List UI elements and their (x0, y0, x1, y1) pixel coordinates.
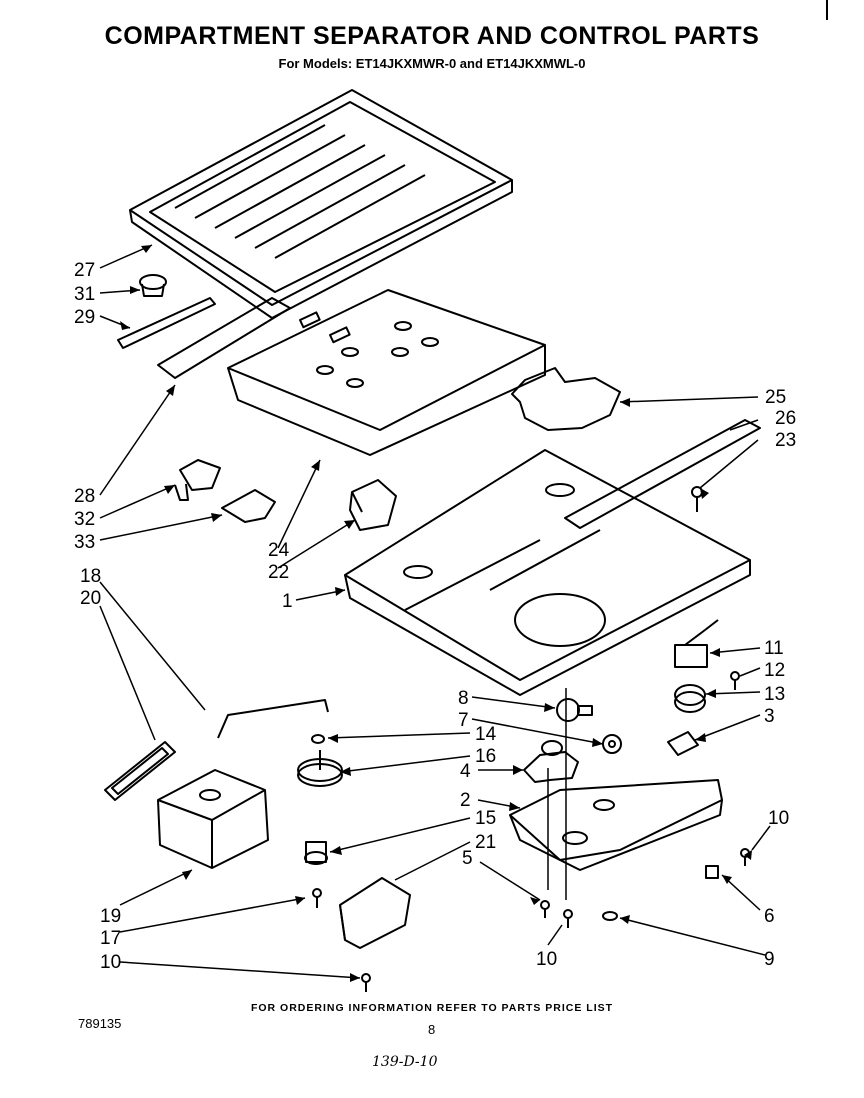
callout-23: 23 (775, 430, 796, 451)
ordering-note: FOR ORDERING INFORMATION REFER TO PARTS … (250, 1002, 614, 1014)
callout-14: 14 (475, 724, 497, 745)
part-17-screw (312, 888, 322, 908)
callout-25: 25 (765, 387, 786, 408)
callout-10-mid: 10 (536, 949, 557, 970)
part-28-channel (157, 297, 291, 379)
part-10-screw-mid (563, 909, 573, 928)
part-10-screw-left (361, 973, 371, 992)
page-subtitle: For Models: ET14JKXMWR-0 and ET14JKXMWL-… (278, 56, 586, 71)
callout-11: 11 (764, 638, 784, 659)
part-7-socket (602, 734, 622, 754)
part-19-motor (157, 769, 269, 869)
part-4-control (523, 740, 579, 783)
callout-7: 7 (458, 710, 469, 731)
part-14-clip (311, 734, 325, 744)
part-25-damper (511, 367, 621, 431)
part-6-clip (705, 865, 719, 879)
part-8-bulb (556, 698, 593, 722)
part-31-knob (139, 274, 167, 297)
callout-24: 24 (268, 540, 290, 561)
callout-28: 28 (74, 486, 95, 507)
callout-10-right: 10 (768, 808, 789, 829)
callout-32: 32 (74, 509, 95, 530)
callout-29: 29 (74, 307, 95, 328)
part-27-grille (129, 89, 513, 319)
part-13-knob (674, 684, 706, 713)
callout-27: 27 (74, 260, 95, 281)
part-2-housing (509, 779, 723, 871)
part-18-wire (217, 699, 329, 739)
callout-6: 6 (764, 906, 775, 927)
part-20-gasket (104, 741, 176, 801)
callout-17: 17 (100, 928, 121, 949)
part-16-fan (297, 750, 343, 787)
callout-16: 16 (475, 746, 496, 767)
callout-1: 1 (282, 591, 293, 612)
callout-19: 19 (100, 906, 121, 927)
callout-15: 15 (475, 808, 496, 829)
handwritten-note: 139-D-10 (372, 1054, 438, 1070)
part-15-motor-mount (304, 841, 328, 865)
part-22-block (349, 479, 397, 531)
callout-22: 22 (268, 562, 289, 583)
part-1-separator (344, 449, 751, 696)
document-number: 789135 (78, 1016, 122, 1031)
part-9-grommet (602, 911, 618, 921)
part-32-knob (174, 459, 221, 501)
callout-numbers: 27 31 29 28 32 33 24 22 18 20 1 25 26 23… (74, 260, 796, 973)
part-33-bracket (221, 489, 276, 523)
callout-26: 26 (775, 408, 796, 429)
callout-2: 2 (460, 790, 471, 811)
part-29-strip (117, 297, 216, 349)
edge-mark (826, 0, 828, 20)
part-5-screw (540, 900, 550, 918)
page-number: 8 (428, 1022, 436, 1037)
leader-lines (99, 244, 771, 979)
part-24-tray (227, 289, 546, 456)
callout-18: 18 (80, 566, 101, 587)
callout-8: 8 (458, 688, 469, 709)
callout-10-left: 10 (100, 952, 121, 973)
callout-31: 31 (74, 284, 95, 305)
callout-13: 13 (764, 684, 785, 705)
part-21-bracket (339, 877, 411, 949)
callout-21: 21 (475, 832, 496, 853)
callout-5: 5 (462, 848, 473, 869)
part-26-strip (564, 419, 761, 529)
part-11-switch (674, 619, 719, 668)
part-3-clip (667, 731, 699, 756)
callout-12: 12 (764, 660, 785, 681)
arrowheads (120, 245, 752, 982)
callout-3: 3 (764, 706, 775, 727)
callout-20: 20 (80, 588, 101, 609)
callout-33: 33 (74, 532, 95, 553)
callout-4: 4 (460, 761, 471, 782)
callout-9: 9 (764, 949, 775, 970)
part-12-screw (730, 671, 740, 690)
page-title: COMPARTMENT SEPARATOR AND CONTROL PARTS (104, 22, 760, 50)
